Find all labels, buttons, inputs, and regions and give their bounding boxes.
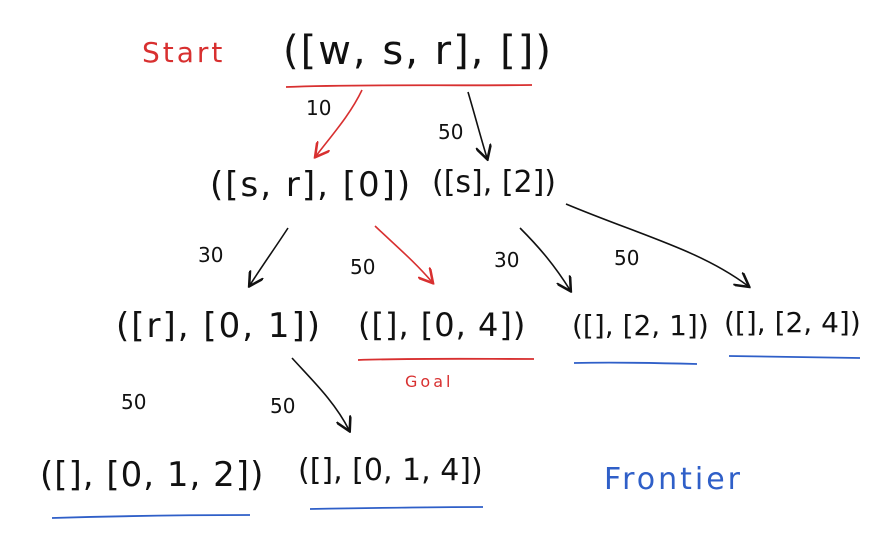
edge-weight-r01-e014: 50 xyxy=(270,394,296,418)
edge-weight-sr0-e04: 50 xyxy=(350,255,376,279)
edge-root-to-s2 xyxy=(467,91,487,158)
node-empty-0-1-4: ([], [0, 1, 4]) xyxy=(298,453,483,488)
edge-weight-root-sr0: 10 xyxy=(306,96,332,120)
edge-weight-sr0-r01: 30 xyxy=(198,243,224,267)
edge-sr0-to-e04 xyxy=(374,225,432,282)
goal-underline xyxy=(357,357,535,361)
edge-weight-s2-e24: 50 xyxy=(614,246,640,270)
node-r-0-1: ([r], [0, 1]) xyxy=(116,306,323,346)
node-empty-0-1-2: ([], [0, 1, 2]) xyxy=(40,455,265,495)
node-s-2: ([s], [2]) xyxy=(432,165,557,200)
edge-weight-s2-e21: 30 xyxy=(494,248,520,272)
edge-sr0-to-r01 xyxy=(250,227,289,285)
edge-weight-root-s2: 50 xyxy=(438,120,464,144)
node-empty-2-4: ([], [2, 4]) xyxy=(724,306,861,339)
frontier-underline-e21 xyxy=(573,361,698,365)
edge-s2-to-e21 xyxy=(519,227,570,290)
start-label: Start xyxy=(142,36,226,69)
node-root: ([w, s, r], []) xyxy=(283,28,553,74)
root-underline xyxy=(285,84,533,88)
frontier-underline-e014 xyxy=(309,506,484,510)
frontier-label: Frontier xyxy=(604,462,744,497)
node-empty-2-1: ([], [2, 1]) xyxy=(572,309,709,342)
edge-s2-to-e24 xyxy=(565,203,748,286)
node-s-r-0: ([s, r], [0]) xyxy=(210,165,413,205)
goal-label: Goal xyxy=(405,372,454,391)
edge-r01-to-e014 xyxy=(291,357,349,430)
edge-weight-r01-e012: 50 xyxy=(121,390,147,414)
edge-root-to-sr0 xyxy=(316,89,363,156)
frontier-underline-e012 xyxy=(51,514,251,519)
node-empty-0-4: ([], [0, 4]) xyxy=(358,306,527,344)
frontier-underline-e24 xyxy=(728,355,861,359)
